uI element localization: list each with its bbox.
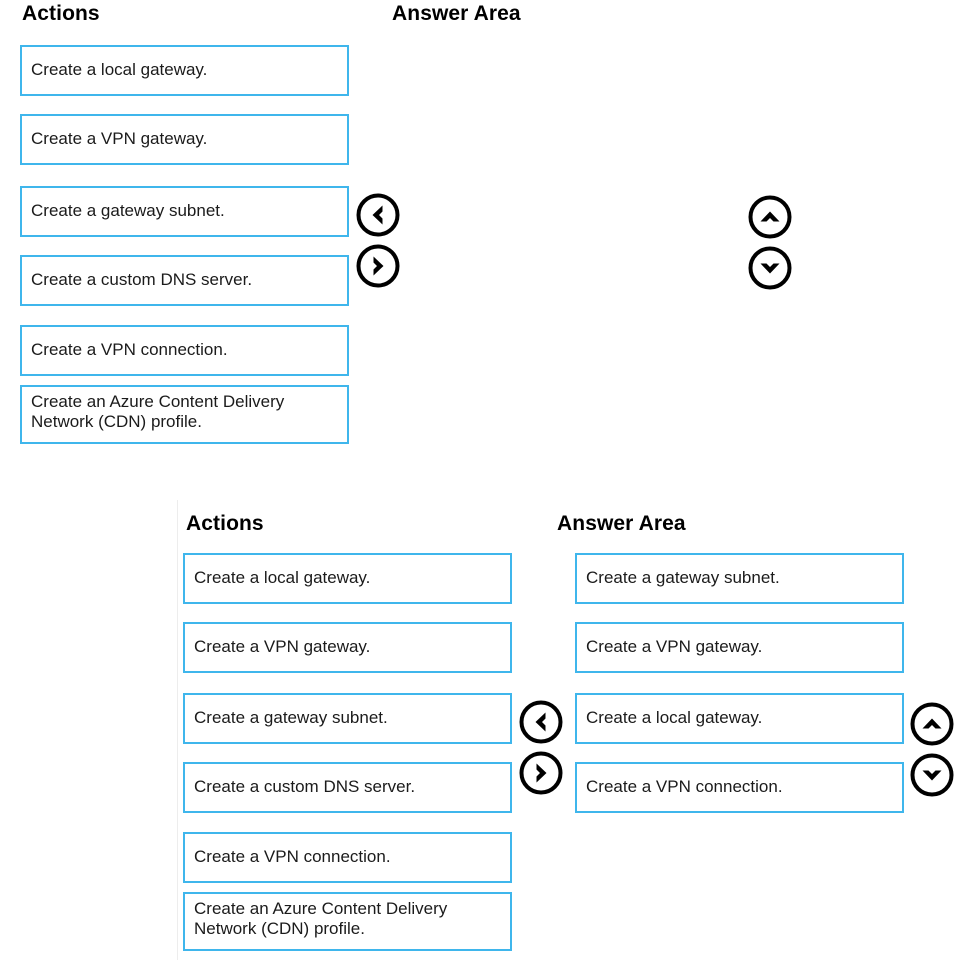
action-item-label: Create a local gateway. [31, 60, 208, 80]
action-item[interactable]: Create a VPN connection. [20, 325, 349, 376]
chevron-down-circle-icon[interactable] [747, 245, 793, 291]
action-item-label: Create an Azure Content Delivery Network… [31, 392, 285, 432]
chevron-right-circle-icon[interactable] [355, 243, 401, 289]
answer-item-label: Create a gateway subnet. [586, 568, 780, 588]
action-item-label: Create a VPN gateway. [31, 129, 208, 149]
action-item[interactable]: Create an Azure Content Delivery Network… [183, 892, 512, 951]
action-item-label: Create a VPN gateway. [194, 637, 371, 657]
answer-item[interactable]: Create a VPN connection. [575, 762, 904, 813]
action-item[interactable]: Create a local gateway. [183, 553, 512, 604]
action-item[interactable]: Create a VPN gateway. [20, 114, 349, 165]
answer-item-label: Create a local gateway. [586, 708, 763, 728]
answer-item[interactable]: Create a VPN gateway. [575, 622, 904, 673]
chevron-up-circle-icon[interactable] [909, 701, 955, 747]
action-item[interactable]: Create a local gateway. [20, 45, 349, 96]
chevron-right-circle-icon[interactable] [518, 750, 564, 796]
answer-item[interactable]: Create a gateway subnet. [575, 553, 904, 604]
action-item-label: Create a gateway subnet. [31, 201, 225, 221]
actions-column-header: Actions [186, 512, 264, 535]
action-item-label: Create a custom DNS server. [194, 777, 416, 797]
actions-column-header: Actions [22, 2, 100, 25]
answer-item-label: Create a VPN gateway. [586, 637, 763, 657]
action-item-label: Create an Azure Content Delivery Network… [194, 899, 448, 939]
action-item-label: Create a VPN connection. [194, 847, 391, 867]
answer-item-label: Create a VPN connection. [586, 777, 783, 797]
action-item[interactable]: Create a gateway subnet. [20, 186, 349, 237]
action-item-label: Create a custom DNS server. [31, 270, 253, 290]
answer-area-column-header: Answer Area [392, 2, 521, 25]
chevron-up-circle-icon[interactable] [747, 194, 793, 240]
action-item[interactable]: Create a gateway subnet. [183, 693, 512, 744]
chevron-left-circle-icon[interactable] [355, 192, 401, 238]
action-item-label: Create a gateway subnet. [194, 708, 388, 728]
action-item-label: Create a local gateway. [194, 568, 371, 588]
action-item[interactable]: Create a custom DNS server. [20, 255, 349, 306]
panel-left-divider [177, 500, 178, 960]
question-panel-bottom: Actions Answer Area Create a local gatew… [0, 470, 966, 963]
action-item[interactable]: Create a VPN gateway. [183, 622, 512, 673]
answer-area-column-header: Answer Area [557, 512, 686, 535]
action-item[interactable]: Create an Azure Content Delivery Network… [20, 385, 349, 444]
action-item[interactable]: Create a custom DNS server. [183, 762, 512, 813]
chevron-left-circle-icon[interactable] [518, 699, 564, 745]
action-item[interactable]: Create a VPN connection. [183, 832, 512, 883]
answer-item[interactable]: Create a local gateway. [575, 693, 904, 744]
action-item-label: Create a VPN connection. [31, 340, 228, 360]
chevron-down-circle-icon[interactable] [909, 752, 955, 798]
question-panel-top: Actions Answer Area Create a local gatew… [0, 0, 966, 470]
